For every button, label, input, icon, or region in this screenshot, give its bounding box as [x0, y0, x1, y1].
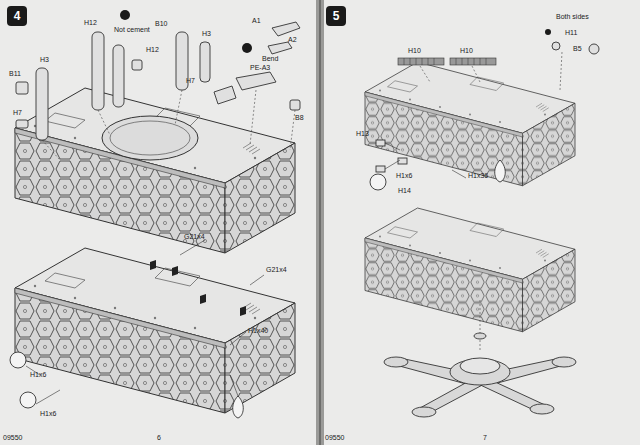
part-label: H1x6 [30, 371, 46, 379]
part-label: Not cement [114, 26, 150, 34]
part-label: B11 [9, 70, 21, 78]
part-label: G21x4 [266, 266, 287, 274]
part-label: H12 [84, 19, 97, 27]
part-label: H12 [146, 46, 159, 54]
part-label: H13 [356, 130, 369, 138]
part-label: 09550 [325, 434, 344, 442]
part-label: H10 [408, 47, 421, 55]
part-label: 09550 [3, 434, 22, 442]
part-label: H11 [565, 29, 577, 37]
part-label: B5 [573, 45, 582, 53]
step-number: 5 [326, 6, 346, 26]
part-label: A2 [288, 36, 297, 44]
part-label: H1x40 [248, 327, 268, 335]
part-label: PE-A3 [250, 64, 270, 72]
part-label: H3 [202, 30, 211, 38]
part-label: H14 [398, 187, 411, 195]
part-label: H3 [40, 56, 49, 64]
part-label: H7 [13, 109, 22, 117]
part-label: Bend [262, 55, 278, 63]
part-label: H10 [460, 47, 473, 55]
part-label: A1 [252, 17, 261, 25]
step-number-text: 5 [326, 9, 346, 23]
part-label: B8 [295, 114, 304, 122]
part-label: 6 [157, 434, 161, 442]
part-label: Both sides [556, 13, 589, 21]
part-label: H1x36 [468, 172, 488, 180]
part-label: H7 [186, 77, 195, 85]
part-label: B10 [155, 20, 167, 28]
step-number-text: 4 [7, 9, 27, 23]
part-label: G21x4 [184, 233, 205, 241]
part-label: H1x6 [396, 172, 412, 180]
step-number: 4 [7, 6, 27, 26]
part-label: H1x6 [40, 410, 56, 418]
part-label: 7 [483, 434, 487, 442]
